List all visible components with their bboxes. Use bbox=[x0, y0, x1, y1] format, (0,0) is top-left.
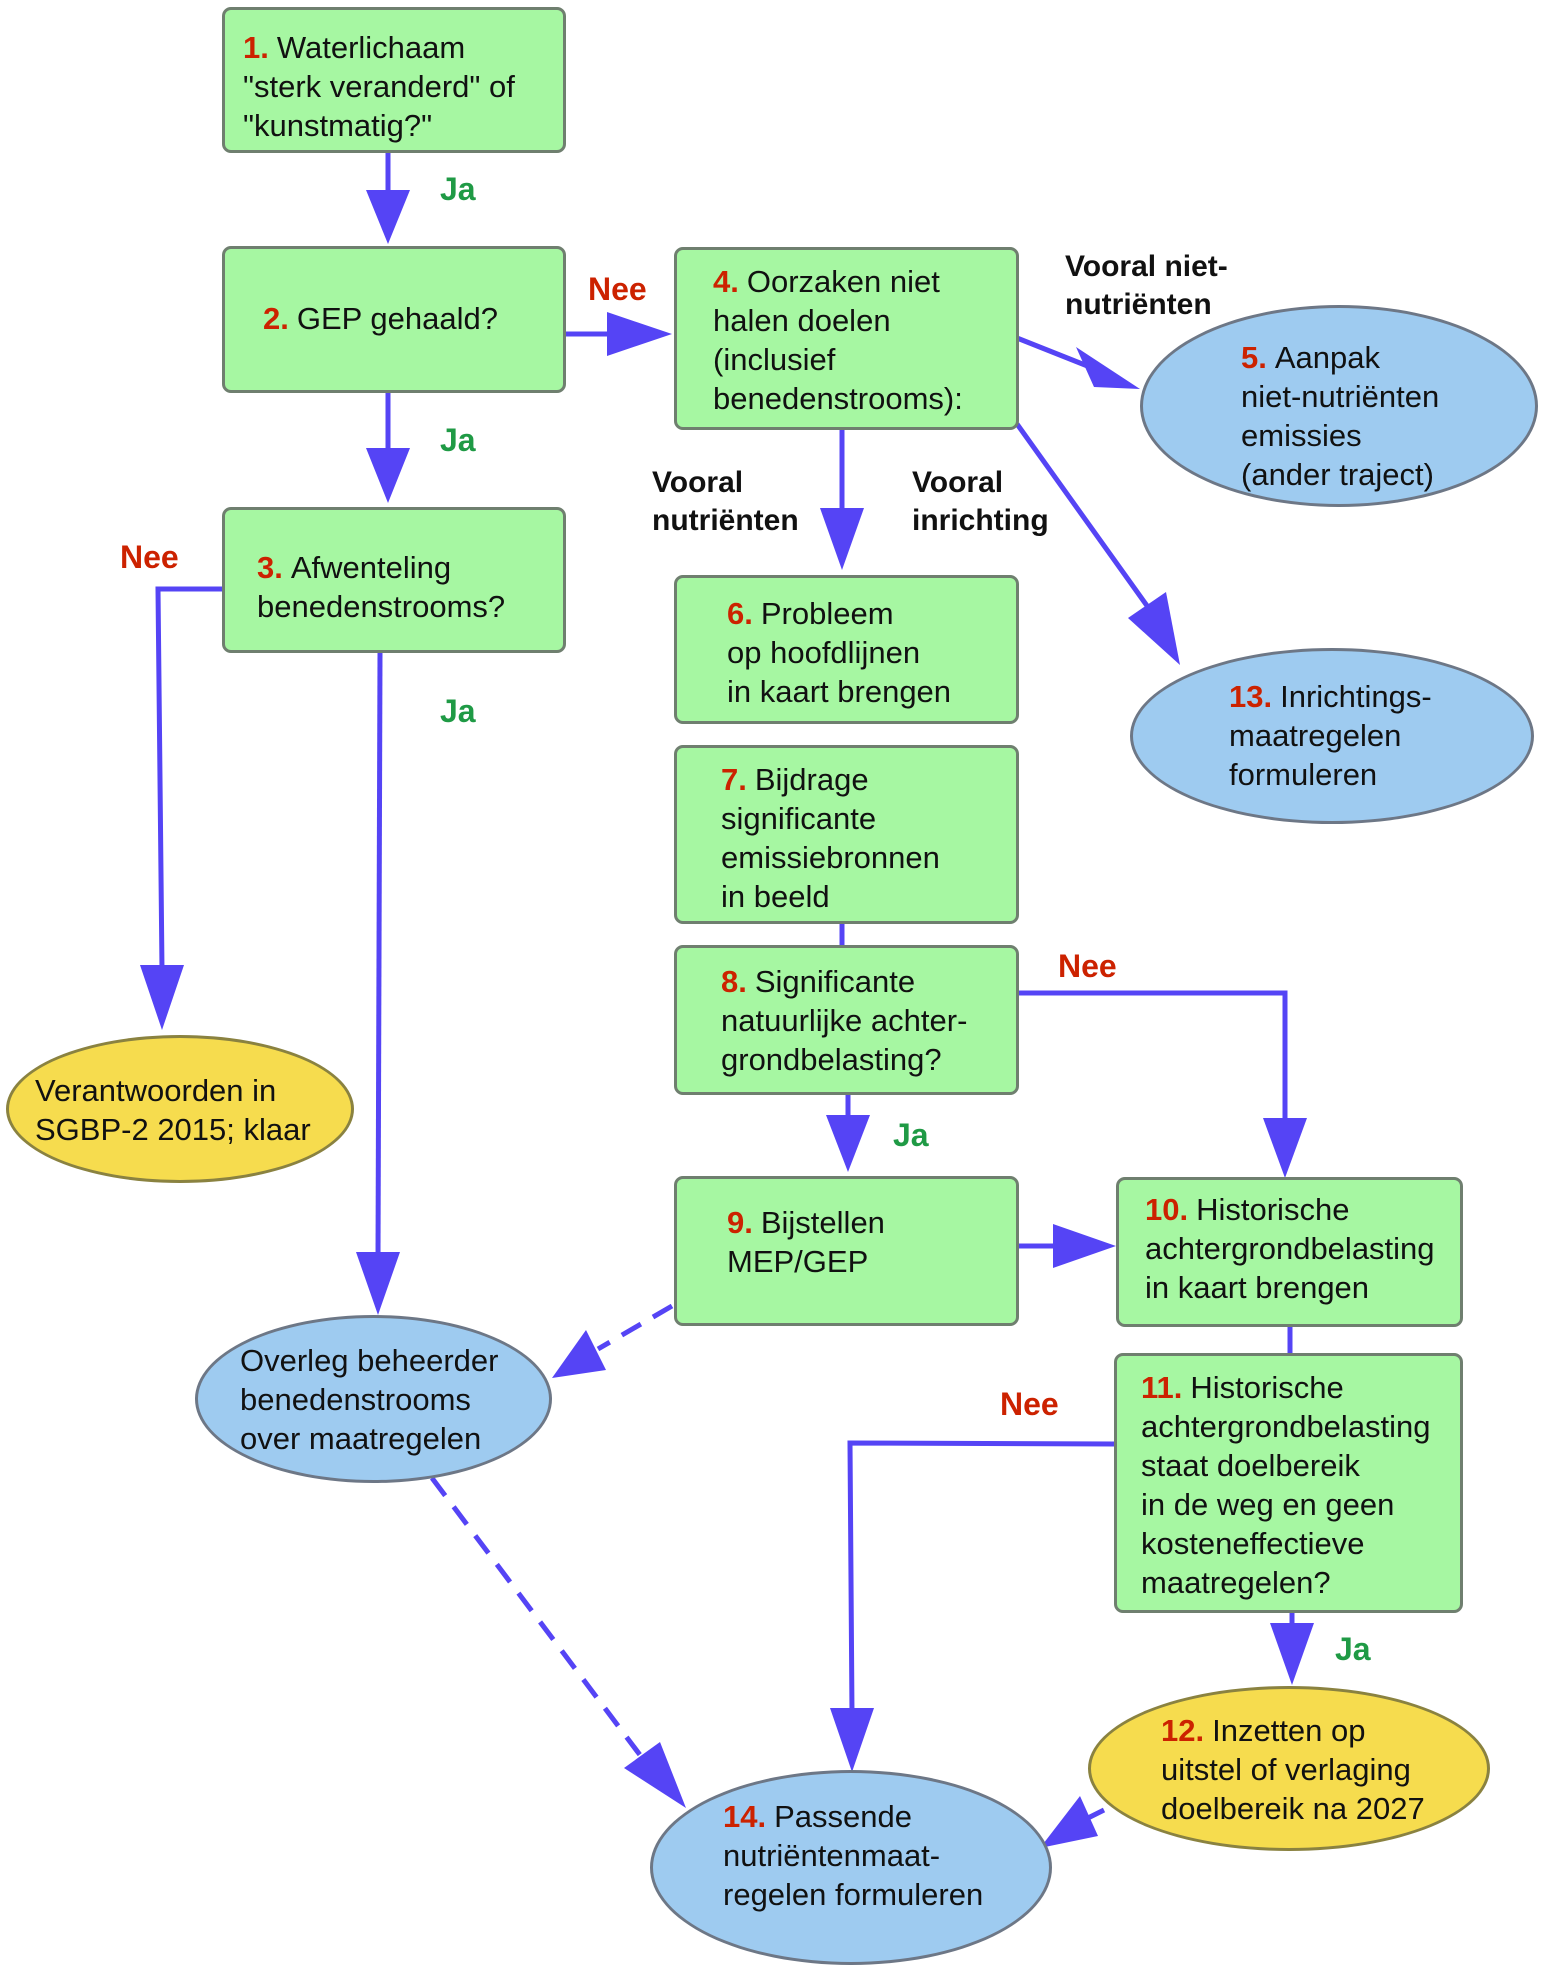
step-text: Inzetten op uitstel of verlaging doelber… bbox=[1161, 1713, 1425, 1826]
arrowhead-overleg-to-14 bbox=[624, 1742, 686, 1808]
step-number: 3. bbox=[257, 550, 283, 585]
arrow-12-to-14 bbox=[1086, 1807, 1106, 1821]
label-nee-2-4: Nee bbox=[588, 271, 647, 307]
step-number: 1. bbox=[243, 30, 269, 65]
label-ja-11: Ja bbox=[1335, 1631, 1371, 1667]
step-9-box: 9.Bijstellen MEP/GEP bbox=[674, 1176, 1019, 1326]
arrowhead-8-to-10 bbox=[1263, 1118, 1307, 1178]
step-number: 14. bbox=[723, 1799, 767, 1834]
dashed-arrow-overleg-to-14 bbox=[430, 1476, 642, 1757]
step-number: 12. bbox=[1161, 1713, 1205, 1748]
arrowhead-11-to-14 bbox=[830, 1708, 874, 1772]
label-ja-2-3: Ja bbox=[440, 422, 476, 458]
step-4-box: 4.Oorzaken niet halen doelen (inclusief … bbox=[674, 247, 1019, 430]
step-3-box: 3.Afwenteling benedenstrooms? bbox=[222, 507, 566, 653]
label-ja-8: Ja bbox=[893, 1117, 929, 1153]
verantwoorden-ellipse: Verantwoorden in SGBP-2 2015; klaar bbox=[6, 1035, 354, 1183]
label-ja-1-2: Ja bbox=[440, 171, 476, 207]
step-6-box: 6.Probleem op hoofdlijnen in kaart breng… bbox=[674, 575, 1019, 724]
step-text: Probleem op hoofdlijnen in kaart brengen bbox=[727, 596, 952, 709]
arrowhead-2-to-3 bbox=[366, 448, 410, 503]
dashed-arrow-9-to-overleg bbox=[596, 1303, 674, 1352]
overleg-ellipse: Overleg beheerder benedenstrooms over ma… bbox=[195, 1315, 552, 1483]
step-text: Waterlichaam "sterk veranderd" of "kunst… bbox=[243, 30, 515, 143]
arrowhead-4-to-5 bbox=[1076, 347, 1140, 389]
arrowhead-1-to-2 bbox=[366, 190, 410, 244]
arrow-8-to-10 bbox=[1019, 990, 1288, 1120]
step-number: 8. bbox=[721, 964, 747, 999]
label-vooral-niet-nutrienten: Vooral niet- nutriënten bbox=[1065, 250, 1228, 321]
arrow-3-to-overleg bbox=[375, 652, 383, 1259]
arrowhead-11-to-12 bbox=[1270, 1623, 1314, 1685]
step-text: Verantwoorden in SGBP-2 2015; klaar bbox=[35, 1073, 311, 1147]
label-nee-11: Nee bbox=[1000, 1386, 1059, 1422]
arrowhead-9-to-overleg bbox=[552, 1330, 606, 1378]
step-2-box: 2.GEP gehaald? bbox=[222, 246, 566, 393]
step-7-box: 7.Bijdrage significante emissiebronnen i… bbox=[674, 745, 1019, 924]
arrowhead-4-to-6 bbox=[820, 508, 864, 570]
step-number: 2. bbox=[263, 301, 289, 336]
arrowhead-4-to-13 bbox=[1128, 592, 1180, 665]
step-text: Historische achtergrondbelasting in kaar… bbox=[1145, 1192, 1435, 1305]
arrowhead-3-to-overleg bbox=[356, 1252, 400, 1315]
step-number: 13. bbox=[1229, 679, 1273, 714]
arrow-4-to-5 bbox=[1016, 335, 1091, 370]
step-text: Aanpak niet-nutriënten emissies (ander t… bbox=[1241, 340, 1440, 492]
step-number: 9. bbox=[727, 1205, 753, 1240]
step-text: Bijdrage significante emissiebronnen in … bbox=[721, 762, 940, 914]
arrow-4-to-13 bbox=[1014, 422, 1153, 612]
step-text: Passende nutriëntenmaat- regelen formule… bbox=[723, 1799, 984, 1912]
step-number: 7. bbox=[721, 762, 747, 797]
arrow-3-to-verantwoorden bbox=[155, 586, 222, 971]
step-text: Bijstellen MEP/GEP bbox=[727, 1205, 885, 1279]
label-nee-8: Nee bbox=[1058, 948, 1117, 984]
label-vooral-inrichting: Vooral inrichting bbox=[912, 466, 1049, 537]
arrow-11-to-14 bbox=[847, 1440, 1115, 1716]
step-12-ellipse: 12.Inzetten op uitstel of verlaging doel… bbox=[1088, 1686, 1490, 1851]
label-vooral-nutrienten: Vooral nutriënten bbox=[652, 466, 799, 537]
step-text: Historische achtergrondbelasting staat d… bbox=[1141, 1370, 1431, 1600]
step-8-box: 8.Significante natuurlijke achter- grond… bbox=[674, 945, 1019, 1095]
arrowhead-3-to-verantwoorden bbox=[140, 965, 184, 1030]
arrowhead-8-to-9 bbox=[826, 1115, 870, 1172]
arrowhead-9-to-10 bbox=[1053, 1224, 1116, 1268]
step-number: 11. bbox=[1141, 1370, 1183, 1405]
step-number: 4. bbox=[713, 264, 739, 299]
step-text: Inrichtings- maatregelen formuleren bbox=[1229, 679, 1432, 792]
step-number: 10. bbox=[1145, 1192, 1189, 1227]
label-nee-3: Nee bbox=[120, 539, 179, 575]
step-text: Oorzaken niet halen doelen (inclusief be… bbox=[713, 264, 963, 416]
step-number: 6. bbox=[727, 596, 753, 631]
step-11-box: 11.Historische achtergrondbelasting staa… bbox=[1114, 1353, 1463, 1613]
step-number: 5. bbox=[1241, 340, 1267, 375]
arrowhead-2-to-4 bbox=[607, 312, 672, 356]
arrowhead-12-to-14 bbox=[1040, 1796, 1098, 1848]
step-1-box: 1.Waterlichaam "sterk veranderd" of "kun… bbox=[222, 7, 566, 153]
step-13-ellipse: 13.Inrichtings- maatregelen formuleren bbox=[1130, 648, 1534, 824]
step-10-box: 10.Historische achtergrondbelasting in k… bbox=[1116, 1177, 1463, 1327]
step-text: Significante natuurlijke achter- grondbe… bbox=[721, 964, 968, 1077]
step-5-ellipse: 5.Aanpak niet-nutriënten emissies (ander… bbox=[1140, 305, 1538, 507]
step-text: GEP gehaald? bbox=[296, 301, 498, 336]
step-14-ellipse: 14.Passende nutriëntenmaat- regelen form… bbox=[650, 1770, 1052, 1965]
step-text: Afwenteling benedenstrooms? bbox=[257, 550, 506, 624]
step-text: Overleg beheerder benedenstrooms over ma… bbox=[240, 1343, 499, 1456]
label-ja-3-overleg: Ja bbox=[440, 693, 476, 729]
